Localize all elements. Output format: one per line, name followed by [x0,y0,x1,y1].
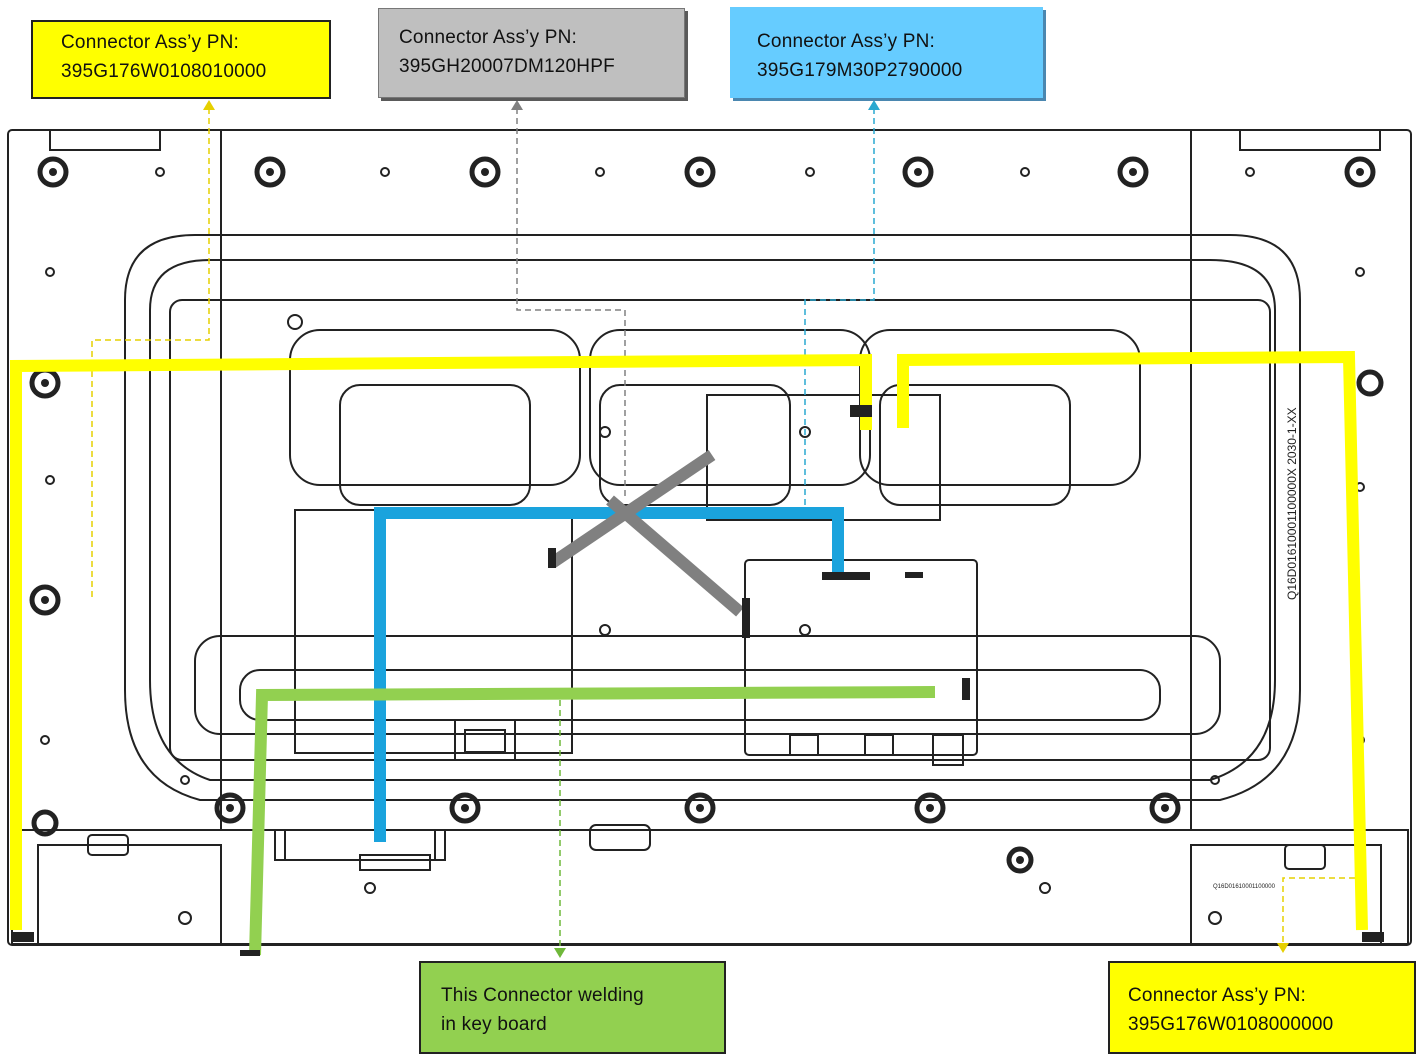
arrowhead-yellow-bottom [1277,943,1289,953]
leader-line-gray [516,108,626,500]
cable-gray [548,450,744,617]
arrowhead-blue [868,100,880,110]
callout-blue: Connector Ass’y PN: 395G179M30P2790000 [730,7,1043,98]
cable-yellow-right [897,350,1368,931]
callout-yellow-top: Connector Ass’y PN: 395G176W0108010000 [31,20,331,99]
callout-green: This Connector welding in key board [419,961,726,1054]
callout-blue-title: Connector Ass’y PN: [757,31,936,52]
leader-line-blue [804,108,875,505]
cable-blue [374,507,844,842]
arrowhead-green [554,948,566,958]
callout-green-line2: in key board [441,1014,547,1035]
leader-line-yellow-top [91,108,210,600]
panel-label-code: Q16D01610001100000 [1213,884,1276,890]
arrowhead-gray [511,100,523,110]
callout-yellow-top-title: Connector Ass’y PN: [61,32,240,53]
callout-blue-pn: 395G179M30P2790000 [757,60,963,81]
callout-yellow-top-pn: 395G176W0108010000 [61,61,267,82]
callout-gray: Connector Ass’y PN: 395GH20007DM120HPF [378,8,685,98]
cable-green [249,686,936,956]
callout-yellow-bottom: Connector Ass’y PN: 395G176W0108000000 [1108,961,1416,1054]
callout-gray-title: Connector Ass’y PN: [399,27,578,48]
arrowhead-yellow-top [203,100,215,110]
callout-yellow-bottom-pn: 395G176W0108000000 [1128,1014,1334,1035]
panel-vertical-code: Q16D01610001100000X 2030-1-XX [1285,407,1299,600]
callout-green-line1: This Connector welding [441,985,644,1006]
leader-line-yellow-bottom [1282,877,1355,945]
callout-gray-pn: 395GH20007DM120HPF [399,56,615,77]
back-cover-frame [7,129,1412,946]
screw-bosses [29,156,1384,925]
connector-blocks [12,405,1384,956]
callout-yellow-bottom-title: Connector Ass’y PN: [1128,985,1307,1006]
cable-yellow-left [10,353,872,930]
